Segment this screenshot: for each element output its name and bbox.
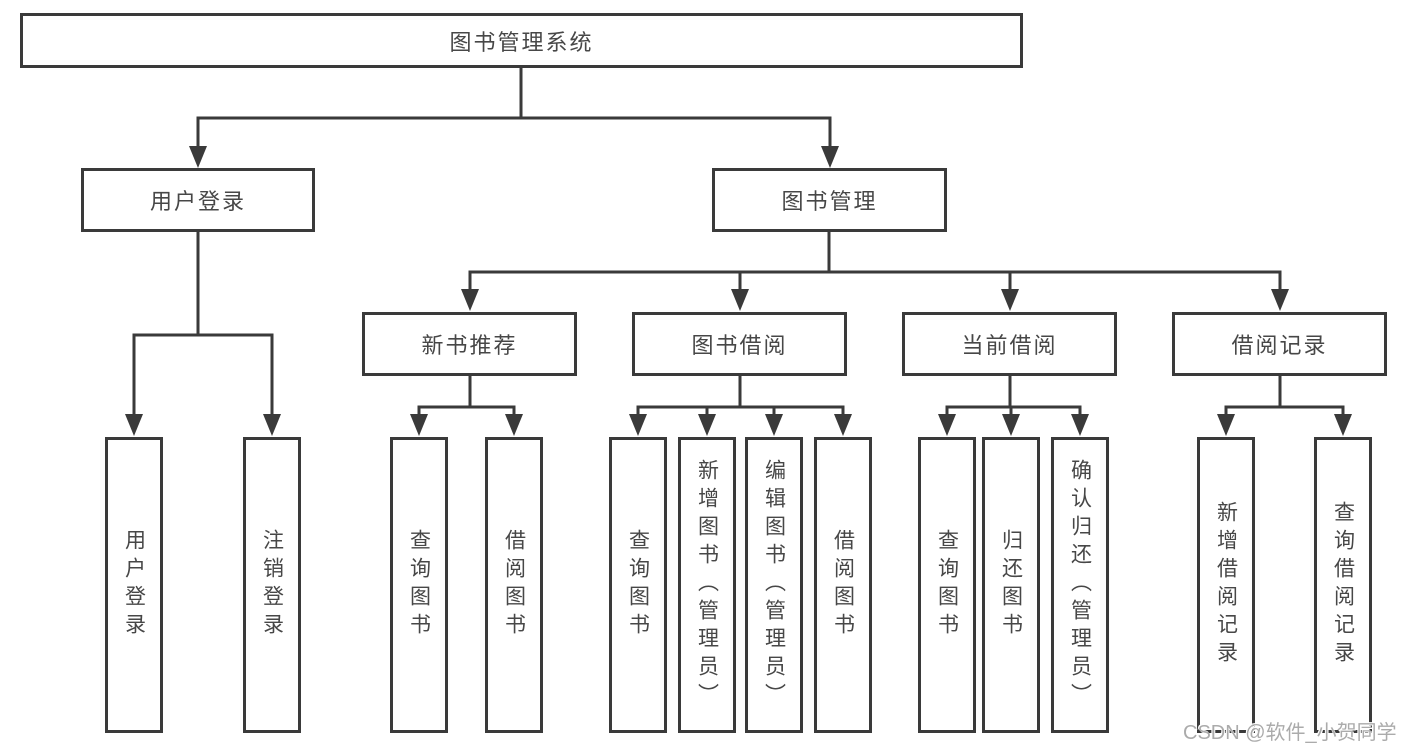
node-label: 新书推荐	[421, 333, 518, 358]
node-label: 新增借阅记录	[1214, 501, 1238, 669]
node-label: 注销登录	[260, 529, 284, 641]
leaf-borrow-books-recommend: 借阅图书	[485, 437, 543, 733]
leaf-query-books-borrowing: 查询图书	[609, 437, 667, 733]
node-book-management: 图书管理	[712, 168, 947, 232]
node-label: 查询借阅记录	[1331, 501, 1355, 669]
node-label: 归还图书	[999, 529, 1023, 641]
leaf-return-books: 归还图书	[982, 437, 1040, 733]
node-borrowing-records: 借阅记录	[1172, 312, 1387, 376]
node-label: 当前借阅	[961, 333, 1058, 358]
leaf-query-books-recommend: 查询图书	[390, 437, 448, 733]
node-label: 借阅图书	[502, 529, 526, 641]
node-label: 图书借阅	[691, 333, 788, 358]
node-label: 查询图书	[407, 529, 431, 641]
leaf-query-books-current: 查询图书	[918, 437, 976, 733]
connector-paths	[132, 67, 1345, 416]
node-book-borrowing: 图书借阅	[632, 312, 847, 376]
node-label: 确认归还（管理员）	[1068, 459, 1092, 711]
node-label: 编辑图书（管理员）	[762, 459, 786, 711]
node-library-management-system: 图书管理系统	[20, 13, 1023, 68]
leaf-edit-books-admin: 编辑图书（管理员）	[745, 437, 803, 733]
csdn-watermark: CSDN @软件_小贺同学	[1183, 722, 1397, 744]
node-label: 借阅记录	[1231, 333, 1328, 358]
node-label: 图书管理系统	[449, 29, 594, 55]
leaf-add-borrow-record: 新增借阅记录	[1197, 437, 1255, 733]
node-label: 图书管理	[781, 189, 878, 214]
leaf-query-borrow-record: 查询借阅记录	[1314, 437, 1372, 733]
node-label: 新增图书（管理员）	[695, 459, 719, 711]
arrow-down-icons	[125, 146, 1352, 436]
node-label: 用户登录	[122, 529, 146, 641]
leaf-add-books-admin: 新增图书（管理员）	[678, 437, 736, 733]
node-label: 查询图书	[626, 529, 650, 641]
leaf-borrow-books: 借阅图书	[814, 437, 872, 733]
node-label: 查询图书	[935, 529, 959, 641]
node-current-borrowing: 当前借阅	[902, 312, 1117, 376]
node-label: 借阅图书	[831, 529, 855, 641]
leaf-confirm-return-admin: 确认归还（管理员）	[1051, 437, 1109, 733]
leaf-logout: 注销登录	[243, 437, 301, 733]
node-user-login: 用户登录	[81, 168, 315, 232]
node-label: 用户登录	[149, 189, 246, 214]
node-new-book-recommend: 新书推荐	[362, 312, 577, 376]
leaf-user-login: 用户登录	[105, 437, 163, 733]
